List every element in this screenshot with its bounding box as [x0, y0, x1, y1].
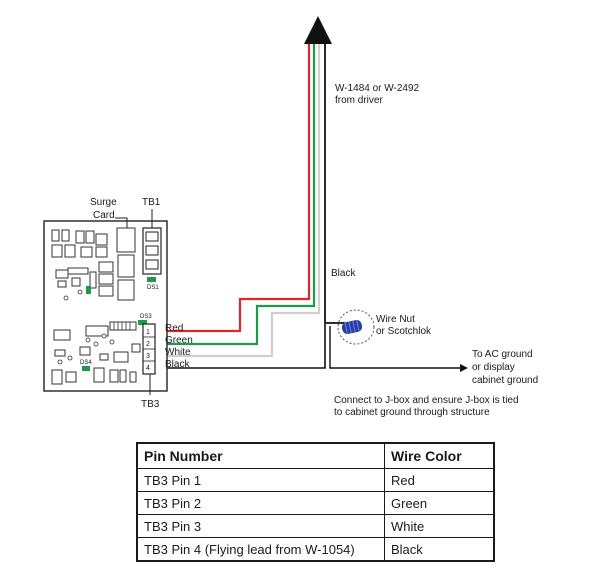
- ground-arrow: [460, 364, 468, 372]
- ds4-label: DS4: [80, 360, 92, 366]
- cable-label-line-2: from driver: [335, 95, 383, 106]
- cable-label-line-1: W-1484 or W-2492: [335, 83, 420, 94]
- ground-lead: [329, 326, 462, 369]
- table-row: TB3 Pin 1 Red: [136, 468, 495, 492]
- table-row: TB3 Pin 4 (Flying lead from W-1054) Blac…: [136, 537, 495, 562]
- surge-card-label-line-2: Card: [93, 210, 115, 221]
- pin-cell: TB3 Pin 3: [136, 514, 385, 538]
- jbox-note-line-1: Connect to J-box and ensure J-box is tie…: [334, 395, 519, 406]
- wire-nut-label-line-2: or Scotchlok: [376, 326, 432, 337]
- white-wire: [153, 44, 321, 358]
- color-cell: Black: [384, 537, 495, 562]
- wire-nut-label-line-1: Wire Nut: [376, 314, 415, 325]
- pin-wire-table: Pin Number Wire Color TB3 Pin 1 Red TB3 …: [136, 442, 495, 562]
- green-wire-label: Green: [165, 335, 193, 346]
- tb3-pin-1: 1: [146, 329, 150, 336]
- wire-nut: [337, 309, 375, 345]
- pin-cell: TB3 Pin 1: [136, 468, 385, 492]
- pin-cell: TB3 Pin 4 (Flying lead from W-1054): [136, 537, 385, 562]
- ac-ground-label-line-3: cabinet ground: [472, 375, 538, 386]
- black-wire-label: Black: [165, 359, 190, 370]
- ds4-led: [82, 366, 90, 371]
- black-wire: [324, 44, 345, 324]
- header-pin-number: Pin Number: [136, 442, 385, 469]
- table-row: TB3 Pin 2 Green: [136, 491, 495, 515]
- jbox-note-line-2: to cabinet ground through structure: [334, 407, 490, 418]
- ds3-label: DS3: [140, 314, 152, 320]
- black-lead-label: Black: [331, 268, 356, 279]
- ds1-led: [147, 277, 156, 282]
- tb3-terminal-block: 1 2 3 4: [142, 323, 156, 375]
- black-flying-lead: [153, 324, 326, 369]
- driver-cable: [153, 16, 345, 358]
- pin-cell: TB3 Pin 2: [136, 491, 385, 515]
- header-wire-color: Wire Color: [384, 442, 495, 469]
- ds3-led: [138, 320, 147, 325]
- ac-ground-label-line-1: To AC ground: [472, 349, 533, 360]
- tb1-label: TB1: [142, 197, 161, 208]
- color-cell: White: [384, 514, 495, 538]
- wiring-diagram: 1 2 3 4 W-1484 or W-2492 from driver Sur…: [43, 16, 538, 418]
- tb3-pin-3: 3: [146, 353, 150, 360]
- tb1-terminal-block: [142, 227, 162, 275]
- white-wire-label: White: [165, 347, 191, 358]
- red-wire: [153, 44, 311, 333]
- color-cell: Green: [384, 491, 495, 515]
- red-wire-label: Red: [165, 323, 183, 334]
- ds2-led: [86, 286, 91, 294]
- surge-card-pointer: [115, 217, 128, 228]
- ds1-label: DS1: [147, 285, 159, 291]
- table-header-row: Pin Number Wire Color: [136, 442, 495, 469]
- color-cell: Red: [384, 468, 495, 492]
- tb3-pin-4: 4: [146, 365, 150, 372]
- ac-ground-label-line-2: or display: [472, 362, 515, 373]
- surge-card-label-line-1: Surge: [90, 197, 117, 208]
- green-wire: [153, 44, 316, 346]
- tb3-pin-2: 2: [146, 341, 150, 348]
- cable-arrow: [304, 16, 332, 44]
- table-row: TB3 Pin 3 White: [136, 514, 495, 538]
- tb3-label: TB3: [141, 399, 160, 410]
- surge-card: 1 2 3 4: [43, 220, 168, 392]
